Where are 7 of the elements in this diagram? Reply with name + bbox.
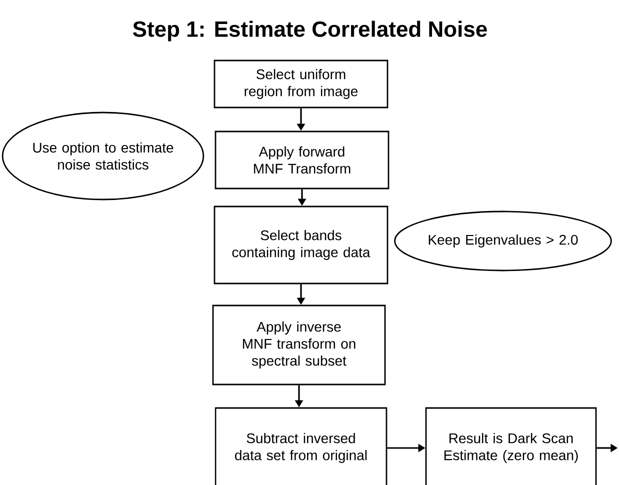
process-box: Subtract inversed data set from original	[214, 407, 388, 485]
process-box: Apply inverse MNF transform on spectral subset	[212, 304, 386, 386]
title: Step 1: Estimate Correlated Noise	[132, 20, 487, 42]
process-box: Select uniform region from image	[214, 60, 388, 108]
process-box: Result is Dark Scan Estimate (zero mean)	[425, 407, 597, 485]
process-box: Apply forward MNF Transform	[214, 130, 390, 190]
process-box: Select bands containing image data	[214, 206, 388, 284]
